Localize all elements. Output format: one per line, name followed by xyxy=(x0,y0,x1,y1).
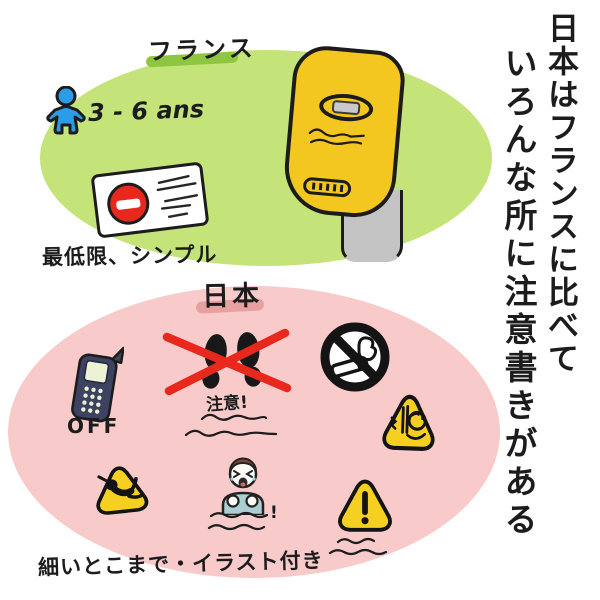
pinch-hazard-triangle-icon xyxy=(382,394,435,451)
crying-baby-icon xyxy=(221,457,265,515)
baby-scribble-1 xyxy=(209,511,269,519)
warning-scribble-2 xyxy=(328,548,388,556)
red-cross-icon xyxy=(162,328,292,396)
warning-triangle-icon xyxy=(338,479,392,532)
footprints-icon xyxy=(202,332,262,389)
hand-dryer-icon xyxy=(280,43,408,221)
baby-exclamation: ! xyxy=(270,503,278,523)
mobile-phone-icon xyxy=(71,346,124,423)
no-entry-bar xyxy=(115,197,141,210)
headline-line2: いろんな所に注意書きがある xyxy=(499,46,538,540)
child-pictogram-icon xyxy=(46,86,86,135)
footprints-scribble-1 xyxy=(200,413,268,421)
dryer-label-scribble xyxy=(308,128,365,146)
no-smoking-icon xyxy=(320,322,390,392)
warning-scribble-1 xyxy=(336,537,376,545)
france-caption: 最低限、シンプル xyxy=(41,242,218,270)
slip-hazard-triangle-icon xyxy=(96,466,149,515)
japan-label: 日本 xyxy=(201,280,263,313)
age-range-label: 3 - 6 ans xyxy=(87,94,205,128)
baby-scribble-2 xyxy=(207,523,266,531)
footprints-scribble-2 xyxy=(184,429,278,437)
phone-off-label: OFF xyxy=(67,414,121,438)
dryer-window xyxy=(318,91,375,124)
card-text-scribble xyxy=(156,174,198,218)
no-entry-card-icon xyxy=(90,161,210,239)
no-entry-circle xyxy=(104,180,152,228)
france-label: フランス xyxy=(147,34,257,66)
footprints-caption: 注意! xyxy=(205,392,249,416)
dryer-vent xyxy=(302,176,352,198)
headline-line1: 日本はフランスに比べて xyxy=(542,12,578,375)
dryer-button xyxy=(331,99,361,116)
